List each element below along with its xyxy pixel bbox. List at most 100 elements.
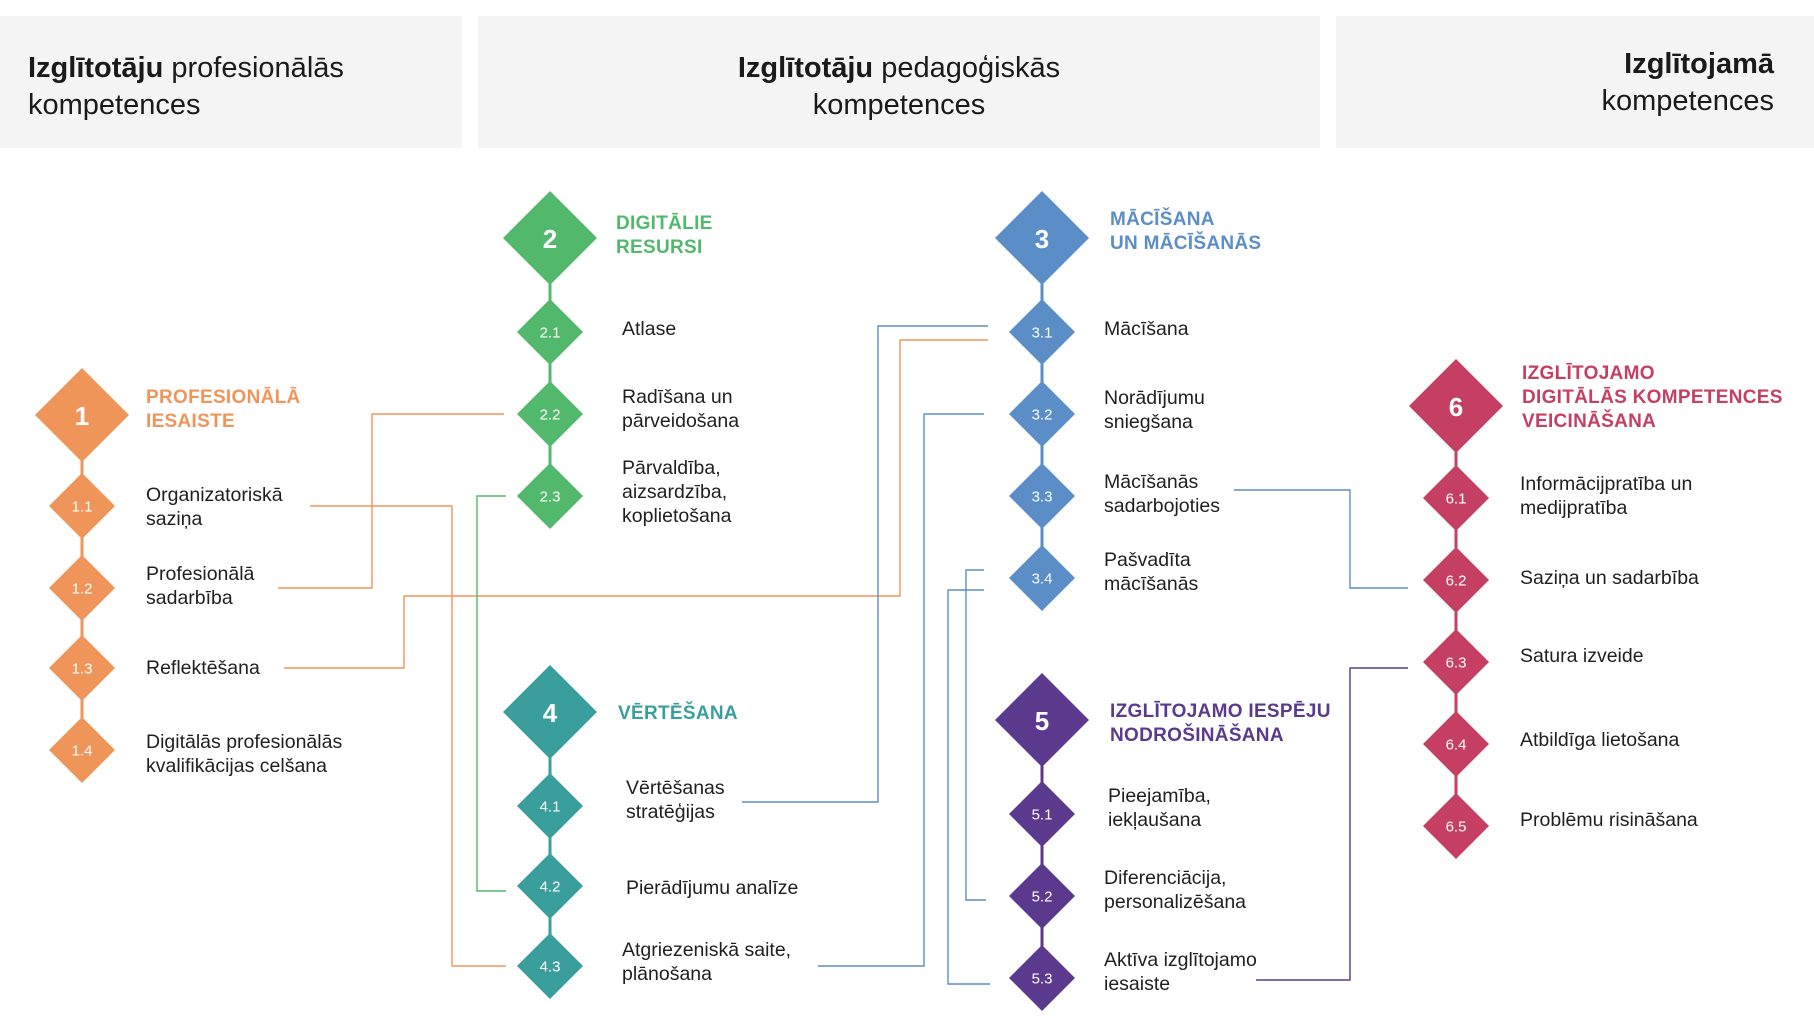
header-bold: Izglītojamā [1624,48,1774,80]
item-5-1-label: Pieejamība,iekļaušana [1108,784,1211,832]
area-3-title: MĀCĪŠANA UN MĀCĪŠANĀS [1110,208,1261,256]
header-bold: Izglītotāju [737,52,874,84]
item-6-2-diamond [1423,547,1489,613]
connector-1-2-to-2-2 [278,413,504,589]
label-line: Digitālās profesionālās [146,731,343,753]
item-2-1-label: Atlase [622,317,676,341]
label-line: Satura izveide [1520,645,1644,667]
header-bold: Izglītotāju [28,52,164,84]
area-2-diamond [503,191,597,285]
item-4-3-diamond [517,933,583,999]
area-5-diamond [995,673,1089,767]
item-2-2-diamond [517,381,583,447]
label-line: medijpratība [1520,497,1628,519]
header-learner-competences: Izglītojamā kompetences [1336,16,1814,148]
area-3-diamond [995,191,1089,285]
item-6-2-label: Saziņa un sadarbība [1520,566,1699,590]
label-line: plānošana [622,963,712,985]
area-3-number: 3 [1035,224,1049,254]
label-line: sniegšana [1104,411,1193,433]
label-line: sadarbojoties [1104,495,1220,517]
label-line: Pieejamība, [1108,785,1211,807]
label-line: iesaiste [1104,973,1171,995]
label-line: Atlase [622,318,677,340]
item-5-3-code: 5.3 [1032,971,1053,988]
label-line: personalizēšana [1104,891,1247,913]
area-1-title: PROFESIONĀLĀ IESAISTE [146,386,301,434]
label-line: Reflektēšana [146,657,260,679]
item-4-1-diamond [517,773,583,839]
item-3-2-diamond [1009,381,1075,447]
label-line: koplietošana [622,505,732,527]
connector-3-4-to-5-2 [965,569,986,901]
area-6-diamond [1409,359,1503,453]
header-line2: kompetences [812,89,986,121]
area-title-line: DIGITĀLĀS KOMPETENCES [1522,387,1783,408]
item-6-4-code: 6.4 [1446,737,1467,754]
area-5-title: IZGLĪTOJAMO IESPĒJU NODROŠINĀŠANA [1110,700,1331,748]
area-spines [80,238,1458,978]
connector-1-3-to-3-1 [284,339,988,669]
label-line: Norādījumu [1104,387,1205,409]
area-title-line: IZGLĪTOJAMO [1522,363,1655,384]
item-1-2-diamond [49,555,115,621]
area-title-line: IESAISTE [146,411,235,432]
label-line: Aktīva izglītojamo [1104,949,1257,971]
label-line: Organizatoriskā [146,484,283,506]
label-line: Problēmu risināšana [1520,809,1698,831]
item-5-2-diamond [1009,863,1075,929]
item-3-4-diamond [1009,545,1075,611]
connector-5-3-to-6-3 [1256,667,1408,981]
label-line: Radīšana un [622,386,733,408]
area-4-number: 4 [543,698,558,728]
area-title-line: IZGLĪTOJAMO IESPĒJU [1110,701,1331,722]
area-1-diamond [35,368,129,462]
item-1-2-code: 1.2 [72,581,93,598]
item-4-1-code: 4.1 [540,799,561,816]
item-4-2-label: Pierādījumu analīze [626,876,798,900]
item-3-3-code: 3.3 [1032,489,1053,506]
label-line: stratēģijas [626,801,715,823]
label-line: Atgriezeniskā saite, [622,939,792,961]
connector-3-4-to-5-3 [947,589,990,985]
area-title-line: VEICINĀŠANA [1522,411,1657,432]
item-6-5-label: Problēmu risināšana [1520,808,1698,832]
item-5-1-code: 5.1 [1032,807,1053,824]
item-2-2-code: 2.2 [540,407,561,424]
item-4-3-code: 4.3 [540,959,561,976]
label-line: Pierādījumu analīze [626,877,799,899]
label-line: pārveidošana [622,410,740,432]
label-line: Pārvaldība, [622,457,721,479]
area-4-title: VĒRTĒŠANA [618,702,738,726]
label-line: Informācijpratība un [1520,473,1693,495]
connector-4-3-to-3-2 [818,413,984,967]
label-line: sadarbība [146,587,233,609]
area-diamonds: 11.11.21.31.422.12.22.333.13.23.33.444.1… [35,191,1503,1011]
item-5-2-code: 5.2 [1032,889,1053,906]
item-4-2-diamond [517,853,583,919]
item-3-1-code: 3.1 [1032,325,1053,342]
item-6-3-label: Satura izveide [1520,644,1644,668]
item-2-1-diamond [517,299,583,365]
item-6-4-label: Atbildīga lietošana [1520,728,1679,752]
area-4-diamond [503,665,597,759]
label-line: aizsardzība, [622,481,728,503]
connector-1-1-to-4-3 [310,505,506,967]
item-1-1-diamond [49,473,115,539]
label-line: mācīšanās [1104,573,1199,595]
area-title-line: NODROŠINĀŠANA [1110,725,1284,746]
item-2-3-code: 2.3 [540,489,561,506]
item-1-4-code: 1.4 [72,743,93,760]
area-title-line: DIGITĀLIE [616,213,713,234]
label-line: kvalifikācijas celšana [146,755,327,777]
item-6-1-diamond [1423,465,1489,531]
label-line: Diferenciācija, [1104,867,1227,889]
